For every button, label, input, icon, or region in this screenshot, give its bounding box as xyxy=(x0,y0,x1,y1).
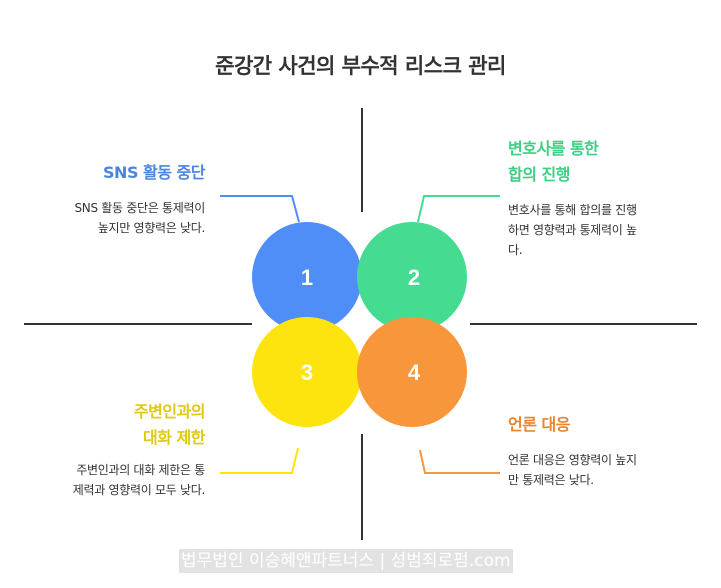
heading-line: 합의 진행 xyxy=(508,165,570,184)
connector-3 xyxy=(220,447,299,474)
item-4-heading: 언론 대응 xyxy=(508,415,570,434)
circle-4 xyxy=(357,317,467,427)
desc-line: 만 통제력은 낮다. xyxy=(508,473,594,487)
item-3-heading: 주변인과의 대화 제한 xyxy=(133,399,206,451)
connector-4 xyxy=(419,449,500,474)
circle-4-number: 4 xyxy=(408,360,421,385)
desc-line: 높지만 영향력은 낮다. xyxy=(97,221,206,235)
watermark: 법무법인 이승혜앤파트너스 | 성범죄로펌.com xyxy=(179,549,513,573)
desc-line: 제력과 영향력이 모두 낮다. xyxy=(72,483,206,497)
item-2-heading: 변호사를 통한 합의 진행 xyxy=(508,136,599,188)
desc-line: 다. xyxy=(508,243,523,257)
heading-line: 대화 제한 xyxy=(143,428,205,447)
circle-2 xyxy=(357,222,467,332)
desc-line: 주변인과의 대화 제한은 통 xyxy=(76,463,205,477)
circle-1 xyxy=(252,222,362,332)
connector-1 xyxy=(220,195,300,223)
item-1-description: SNS 활동 중단은 통제력이 높지만 영향력은 낮다. xyxy=(74,198,205,238)
desc-line: 변호사를 통해 합의를 진행 xyxy=(508,203,637,217)
heading-line: 변호사를 통한 xyxy=(508,139,599,158)
desc-line: SNS 활동 중단은 통제력이 xyxy=(74,201,205,215)
circle-3-number: 3 xyxy=(301,360,313,385)
connector-2 xyxy=(417,195,500,223)
circle-3 xyxy=(252,317,362,427)
item-2-description: 변호사를 통해 합의를 진행 하면 영향력과 통제력이 높 다. xyxy=(508,200,637,260)
page-title: 준강간 사건의 부수적 리스크 관리 xyxy=(215,54,506,78)
heading-line: 주변인과의 xyxy=(133,402,206,421)
item-1-heading: SNS 활동 중단 xyxy=(103,163,205,182)
item-3-description: 주변인과의 대화 제한은 통 제력과 영향력이 모두 낮다. xyxy=(72,460,206,500)
circle-1-number: 1 xyxy=(301,265,313,290)
desc-line: 하면 영향력과 통제력이 높 xyxy=(508,223,637,237)
item-4-description: 언론 대응은 영향력이 높지 만 통제력은 낮다. xyxy=(508,450,637,490)
desc-line: 언론 대응은 영향력이 높지 xyxy=(508,453,637,467)
circle-2-number: 2 xyxy=(408,265,420,290)
